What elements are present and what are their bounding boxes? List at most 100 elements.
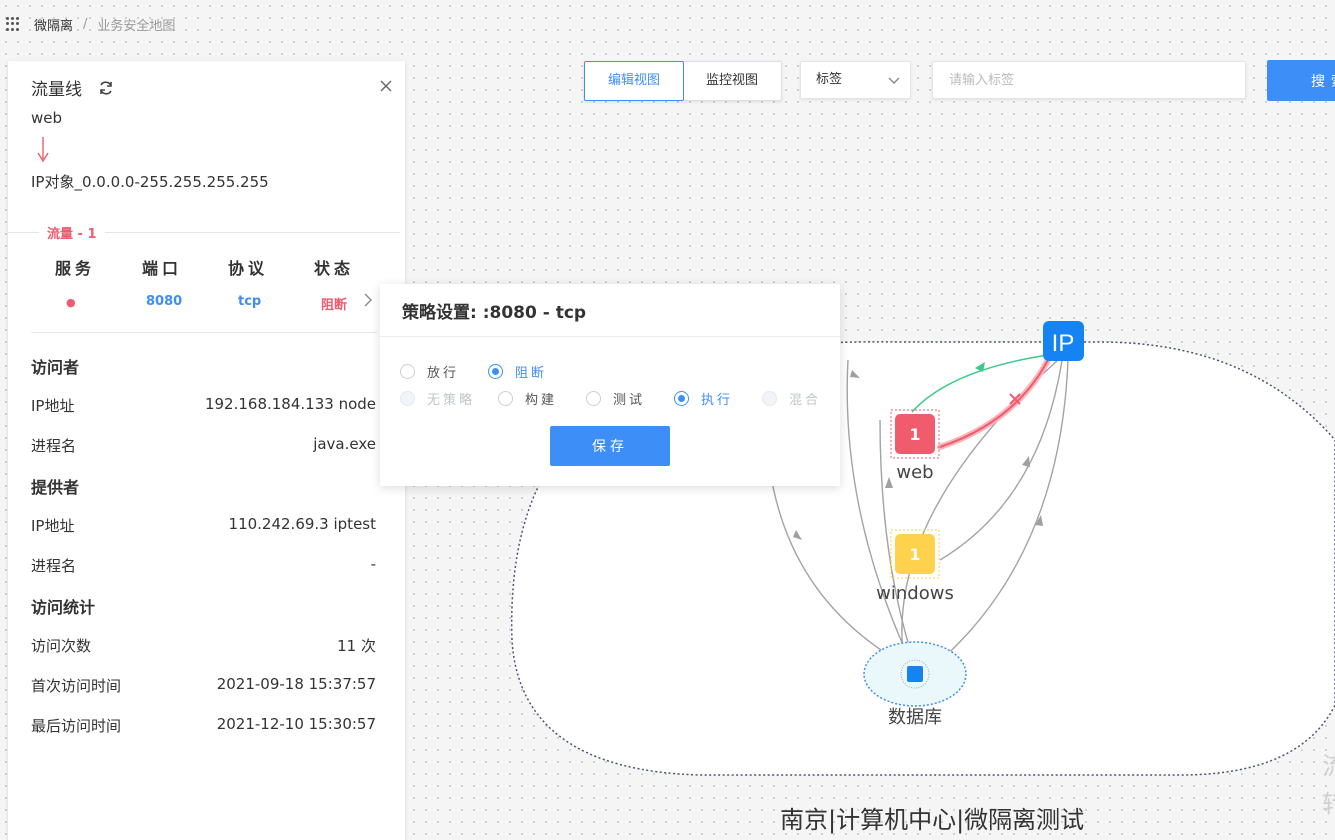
stats-count-label: 访问次数 — [31, 637, 92, 655]
stats-section-title: 访问统计 — [31, 598, 96, 617]
arrow-head — [885, 477, 893, 488]
group-title: 南京|计算机中心|微隔离测试 — [780, 806, 1085, 834]
edge-db-left-1 — [769, 469, 906, 666]
col-port: 端口 — [142, 259, 183, 278]
provider-proc-label: 进程名 — [31, 557, 77, 575]
row-port[interactable]: 8080 — [146, 294, 183, 309]
radio-block-label: 阻断 — [515, 366, 548, 381]
edge-text-1: 流 — [1322, 752, 1335, 780]
refresh-icon[interactable] — [98, 80, 114, 96]
arrow-down-icon — [37, 137, 49, 163]
web-node — [895, 414, 935, 454]
row-status[interactable]: 阻断 — [321, 298, 348, 313]
popup-title: 策略设置: :8080 - tcp — [402, 303, 587, 323]
radio-dot — [488, 364, 503, 379]
tab-edit-view[interactable]: 编辑视图 — [584, 61, 684, 101]
ip-node-text: IP — [1052, 330, 1075, 357]
breadcrumb-separator: / — [83, 16, 88, 32]
visitor-ip-value: 192.168.184.133 node — [204, 395, 376, 413]
visitor-section-title: 访问者 — [31, 358, 80, 377]
arrow-head — [1035, 515, 1043, 526]
ip-node — [1043, 321, 1084, 361]
db-node — [907, 666, 923, 682]
col-service: 服务 — [55, 259, 96, 278]
chevron-right-icon[interactable] — [362, 293, 374, 307]
breadcrumb: 微隔离 / 业务安全地图 — [6, 12, 175, 36]
visitor-proc-label: 进程名 — [31, 437, 77, 455]
radio-dot — [400, 364, 415, 379]
web-node-label: web — [896, 462, 934, 483]
edge-web-to-ip-green — [911, 354, 1049, 413]
breadcrumb-root[interactable]: 微隔离 — [34, 18, 74, 34]
radio-build[interactable]: 构建 — [498, 389, 557, 408]
web-node-count: 1 — [909, 425, 920, 444]
radio-allow[interactable]: 放行 — [400, 362, 459, 381]
popup-divider — [380, 336, 840, 337]
stats-first-label: 首次访问时间 — [31, 677, 122, 695]
radio-no-policy[interactable]: 无策略 — [400, 389, 475, 408]
provider-proc-value: - — [370, 555, 376, 573]
stats-last-label: 最后访问时间 — [31, 717, 122, 735]
search-button[interactable]: 搜索 — [1267, 60, 1335, 101]
edge-windows-to-ip — [939, 359, 1063, 561]
edge-db-to-ip-1 — [931, 359, 1069, 669]
col-status: 状态 — [314, 259, 355, 278]
arrow-head — [1022, 456, 1030, 467]
radio-build-label: 构建 — [525, 393, 558, 408]
panel-title: 流量线 — [31, 75, 114, 100]
radio-mixed[interactable]: 混合 — [762, 389, 821, 408]
tag-search-input[interactable] — [932, 61, 1246, 99]
provider-ip-value: 110.242.69.3 iptest — [228, 515, 376, 533]
radio-dot — [674, 391, 689, 406]
radio-test-label: 测试 — [613, 393, 646, 408]
windows-node — [895, 534, 935, 574]
section-divider — [31, 332, 377, 333]
stats-count-value: 11 次 — [337, 637, 376, 655]
arrow-head — [793, 530, 802, 540]
tag-select-value: 标签 — [816, 72, 843, 87]
radio-enforce-label: 执行 — [701, 393, 734, 408]
breadcrumb-current: 业务安全地图 — [97, 18, 176, 34]
flow-divider — [8, 232, 400, 233]
windows-node-count: 1 — [909, 545, 920, 564]
stats-last-value: 2021-12-10 15:30:57 — [216, 715, 376, 733]
radio-dot — [762, 391, 777, 406]
db-node-label: 数据库 — [888, 707, 942, 728]
radio-allow-label: 放行 — [427, 366, 460, 381]
panel-title-text: 流量线 — [31, 80, 82, 100]
windows-node-label: windows — [876, 583, 954, 604]
save-button[interactable]: 保存 — [550, 426, 670, 466]
provider-section-title: 提供者 — [31, 478, 80, 497]
radio-dot — [498, 391, 513, 406]
edge-db-to-web — [846, 359, 913, 666]
radio-dot — [400, 391, 415, 406]
edge-db-left-2 — [879, 419, 916, 666]
edge-text-2: 转 — [1322, 790, 1335, 818]
chevron-down-icon — [888, 77, 900, 84]
radio-no-policy-label: 无策略 — [427, 393, 476, 408]
flow-destination: IP对象_0.0.0.0-255.255.255.255 — [31, 173, 269, 191]
service-status-dot: ● — [66, 296, 76, 309]
radio-dot — [586, 391, 601, 406]
policy-popup: 策略设置: :8080 - tcp 放行 阻断 无策略 构建 测试 执行 混合 … — [380, 284, 840, 486]
flow-detail-panel: 流量线 web IP对象_0.0.0.0-255.255.255.255 流量 … — [8, 61, 405, 840]
tag-select[interactable]: 标签 — [800, 61, 911, 99]
radio-test[interactable]: 测试 — [586, 389, 645, 408]
stats-first-value: 2021-09-18 15:37:57 — [216, 675, 376, 693]
col-protocol: 协议 — [228, 259, 269, 278]
visitor-ip-label: IP地址 — [31, 397, 75, 415]
view-tabs: 编辑视图 监控视图 — [584, 61, 782, 101]
close-icon[interactable] — [379, 79, 393, 93]
visitor-proc-value: java.exe — [313, 435, 376, 453]
app-grid-icon[interactable] — [6, 17, 20, 31]
provider-ip-label: IP地址 — [31, 517, 75, 535]
row-protocol[interactable]: tcp — [238, 294, 262, 309]
radio-mixed-label: 混合 — [789, 393, 822, 408]
radio-block[interactable]: 阻断 — [488, 362, 547, 381]
arrow-head — [850, 370, 860, 378]
arrow-head-green — [975, 362, 985, 372]
tab-monitor-view[interactable]: 监控视图 — [705, 73, 758, 88]
radio-enforce[interactable]: 执行 — [674, 389, 733, 408]
flow-source: web — [31, 109, 63, 127]
block-mark-icon — [1009, 393, 1021, 405]
